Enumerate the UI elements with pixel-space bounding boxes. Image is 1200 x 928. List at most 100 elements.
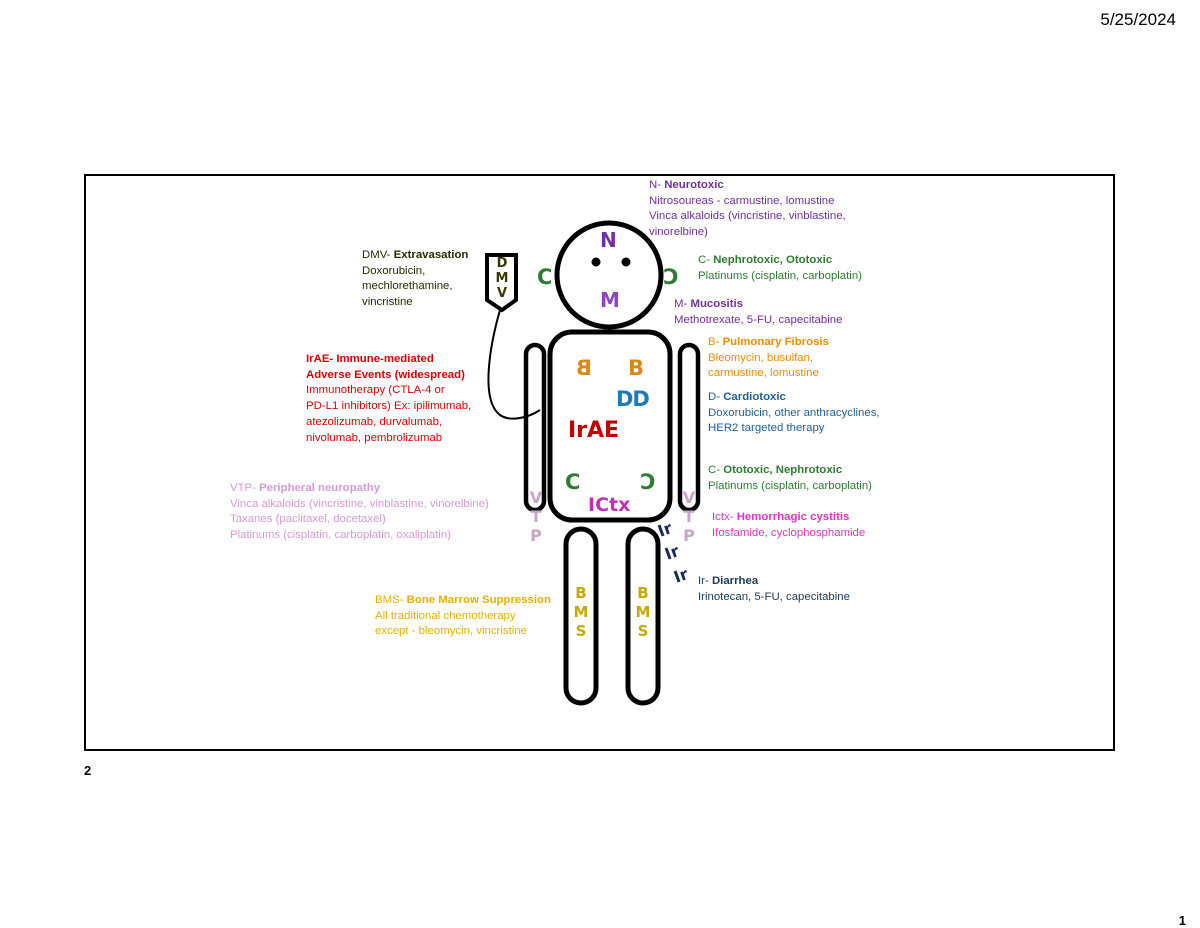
neuro-line-2: Vinca alkaloids (vincristine, vinblastin… [649,210,846,223]
slide-number: 2 [84,763,92,778]
letter-heart-text: DD [616,387,650,411]
annotation-oto-nephro: C- Ototoxic, Nephrotoxic Platinums (cisp… [708,463,872,494]
torso-outline [547,329,673,523]
page-number: 1 [1178,913,1186,928]
cardio-title: Cardiotoxic [723,391,786,403]
bms-abbr: BMS- [375,594,404,606]
neuro-line-1: Nitrosoureas - carmustine, lomustine [649,194,835,207]
iv-line [487,309,541,420]
annotation-bone-marrow: BMS- Bone Marrow Suppression All traditi… [375,593,551,640]
annotation-cardiotoxic: D- Cardiotoxic Doxorubicin, other anthra… [708,390,880,437]
letter-kidney-left: C [565,470,581,494]
letter-mucositis: M [600,288,620,312]
letter-iv-d: D [496,256,508,271]
bms-line-2: except - bleomycin, vincristine [375,625,527,638]
left-eye [591,257,601,267]
vtp-line-1: Vinca alkaloids (vincristine, vinblastin… [230,497,489,510]
ictx-line-1: Ifosfamide, cyclophosphamide [712,526,866,539]
right-arm [677,342,701,513]
letter-vtp-left-t: T [530,507,542,526]
letter-vtp-right-v: V [682,488,696,507]
dmv-line-3: vincristine [362,296,413,309]
dmv-line-2: mechlorethamine, [362,280,453,293]
pulmonary-line-1: Bleomycin, busulfan, [708,351,814,364]
left-leg [563,526,599,706]
nephro-oto-title: Nephrotoxic, Ototoxic [713,254,833,266]
letter-vtp-left-v: V [529,488,543,507]
iv-letters: D M V [491,256,513,301]
letter-bms-left-b: B [575,584,587,602]
letter-heart: DD [616,387,650,411]
vtp-line-3: Platinums (cisplatin, carboplatin, oxali… [230,529,451,542]
header-date: 5/25/2024 [1100,10,1176,29]
diarrhea-abbr: Ir- [698,575,709,587]
oto-nephro-line-1: Platinums (cisplatin, carboplatin) [708,479,872,492]
annotation-hemorrhagic-cystitis: Ictx- Hemorrhagic cystitis Ifosfamide, c… [712,510,865,541]
letter-bms-left-m: M [573,603,589,621]
annotation-diarrhea: Ir- Diarrhea Irinotecan, 5-FU, capecitab… [698,574,850,605]
leg-left-letters: B M S [568,584,594,641]
letter-iv-v: V [496,286,508,301]
mucositis-line-1: Methotrexate, 5-FU, capecitabine [674,313,843,326]
letter-neuro: N [600,228,617,252]
ictx-title: Hemorrhagic cystitis [736,511,850,523]
irae-title-1: IrAE- Immune-mediated [306,353,434,365]
irae-line-4: nivolumab, pembrolizumab [306,431,443,444]
right-leg [625,526,661,706]
letter-kidney-right: C [640,470,656,494]
pulmonary-line-2: carmustine, lomustine [708,367,819,380]
ictx-abbr: Ictx- [712,511,734,523]
pulmonary-title: Pulmonary Fibrosis [722,336,829,348]
letter-ear-right: C [663,265,679,289]
nephro-oto-line-1: Platinums (cisplatin, carboplatin) [698,269,862,282]
annotation-peripheral-neuropathy: VTP- Peripheral neuropathy Vinca alkaloi… [230,481,489,544]
neuro-abbr: N- [649,179,662,191]
cardio-abbr: D- [708,391,721,403]
bms-title: Bone Marrow Suppression [406,594,551,606]
letter-irae: IrAE [568,418,620,443]
neuro-title: Neurotoxic [664,179,724,191]
mucositis-abbr: M- [674,298,688,310]
letter-ear-left: C [537,265,553,289]
slide-frame [84,174,1115,751]
annotation-mucositis: M- Mucositis Methotrexate, 5-FU, capecit… [674,297,842,328]
dmv-abbr: DMV- [362,249,391,261]
nephro-oto-abbr: C- [698,254,711,266]
vtp-left-letters: V T P [527,488,545,545]
irae-line-2: PD-L1 inhibitors) Ex: ipilimumab, [306,400,472,413]
letter-vtp-right-t: T [683,507,695,526]
diarrhea-title: Diarrhea [711,575,759,587]
pulmonary-abbr: B- [708,336,720,348]
letter-bladder: ICtx [588,494,631,516]
letter-iv-m: M [495,271,509,286]
vtp-line-2: Taxanes (paclitaxel, docetaxel) [230,513,386,526]
annotation-irae: IrAE- Immune-mediated Adverse Events (wi… [306,352,471,446]
irae-title-2: Adverse Events (widespread) [306,368,465,381]
dmv-title: Extravasation [393,249,469,261]
letter-lung-right: B [628,356,645,380]
cardio-line-2: HER2 targeted therapy [708,422,825,435]
left-arm [523,342,547,513]
letter-bms-right-b: B [637,584,649,602]
vtp-abbr: VTP- [230,482,256,494]
letter-bms-right-m: M [635,603,651,621]
annotation-extravasation: DMV- Extravasation Doxorubicin, mechlore… [362,248,468,311]
cardio-line-1: Doxorubicin, other anthracyclines, [708,406,880,419]
annotation-nephro-ototoxic: C- Nephrotoxic, Ototoxic Platinums (cisp… [698,253,862,284]
letter-bms-right-s: S [637,622,649,640]
oto-nephro-abbr: C- [708,464,721,476]
neuro-line-3: vinorelbine) [649,226,708,239]
mucositis-title: Mucositis [690,298,744,310]
vtp-title: Peripheral neuropathy [259,482,381,494]
letter-vtp-right-p: P [683,526,695,545]
leg-right-letters: B M S [630,584,656,641]
letter-lung-left: B [576,356,593,380]
annotation-pulmonary: B- Pulmonary Fibrosis Bleomycin, busulfa… [708,335,829,382]
iv-bag [485,253,518,313]
irae-line-1: Immunotherapy (CTLA-4 or [306,384,445,397]
bms-line-1: All traditional chemotherapy [375,609,516,622]
letter-vtp-left-p: P [530,526,542,545]
vtp-right-letters: V T P [680,488,698,545]
diarrhea-line-1: Irinotecan, 5-FU, capecitabine [698,590,850,603]
